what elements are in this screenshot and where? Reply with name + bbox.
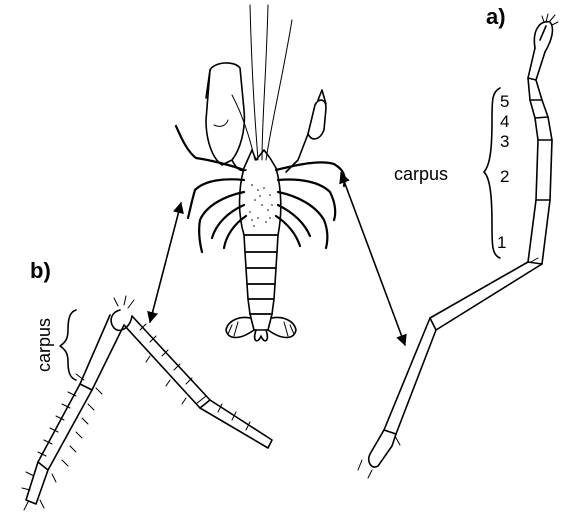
arrow-left	[150, 203, 181, 322]
carpus-label-a: carpus	[394, 164, 448, 184]
leg-a	[358, 14, 558, 478]
carpus-label-b: carpus	[34, 318, 54, 372]
segment-label-1: 1	[497, 233, 506, 252]
panel-b-label: b)	[30, 258, 51, 283]
arrow-right	[341, 173, 405, 345]
brace-b	[60, 310, 76, 380]
segment-label-5: 5	[500, 92, 509, 111]
shrimp-body	[176, 5, 345, 341]
carapace	[240, 150, 281, 235]
segment-label-4: 4	[500, 112, 509, 131]
segment-label-3: 3	[500, 132, 509, 151]
panel-a-label: a)	[486, 4, 506, 29]
leg-b	[22, 296, 272, 510]
segment-label-2: 2	[500, 167, 509, 186]
